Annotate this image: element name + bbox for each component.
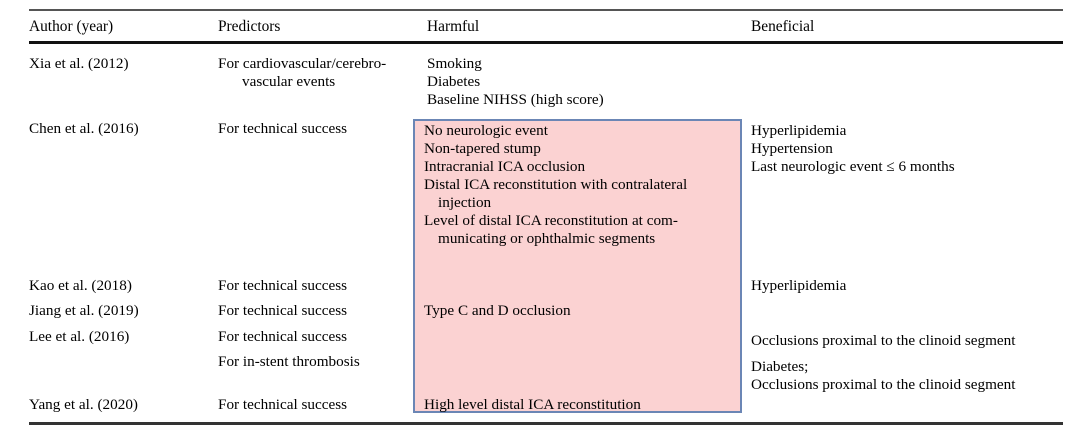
column-header-author: Author (year) <box>29 18 114 35</box>
column-header-harmful: Harmful <box>427 18 480 35</box>
table-row-predictor-jiang: For technical success <box>218 302 348 319</box>
table-row-predictor-kao: For technical success <box>218 277 348 294</box>
table-row-harmful-yang-1: High level distal ICA reconstitution <box>424 396 641 413</box>
table-row-beneficial-chen-1: Hyperlipidemia <box>751 122 847 139</box>
table-row-author-jiang: Jiang et al. (2019) <box>29 302 139 319</box>
table-row-harmful-chen-4: Distal ICA reconstitution with contralat… <box>424 176 691 212</box>
table-row-harmful-jiang-1: Type C and D occlusion <box>424 302 571 319</box>
table-row-harmful-xia-2: Diabetes <box>427 73 481 90</box>
table-row-predictor-xia-line1: For cardiovascular/cerebro- <box>218 55 387 72</box>
column-header-predictors: Predictors <box>218 18 281 35</box>
harmful-column-highlight-box <box>413 119 742 413</box>
cropped-caption-sliver <box>130 0 250 6</box>
table-row-harmful-chen-2: Non-tapered stump <box>424 140 541 157</box>
table-row-beneficial-kao-1: Hyperlipidemia <box>751 277 847 294</box>
table-row-harmful-chen-3: Intracranial ICA occlusion <box>424 158 586 175</box>
table-row-predictor-lee-line2: For in-stent thrombosis <box>218 353 360 370</box>
table-row-author-chen: Chen et al. (2016) <box>29 120 139 137</box>
table-row-predictor-chen: For technical success <box>218 120 348 137</box>
table-row-harmful-xia-1: Smoking <box>427 55 482 72</box>
table-row-author-xia: Xia et al. (2012) <box>29 55 129 72</box>
table-row-predictor-lee-line1: For technical success <box>218 328 348 345</box>
column-header-beneficial: Beneficial <box>751 18 815 35</box>
table-rule-header <box>29 41 1063 44</box>
table-row-predictor-yang: For technical success <box>218 396 348 413</box>
table-row-author-yang: Yang et al. (2020) <box>29 396 138 413</box>
table-row-beneficial-lee-2: Diabetes; <box>751 358 809 375</box>
table-row-beneficial-lee-3: Occlusions proximal to the clinoid segme… <box>751 376 1016 393</box>
table-rule-bottom <box>29 422 1063 425</box>
table-row-author-kao: Kao et al. (2018) <box>29 277 132 294</box>
table-row-beneficial-chen-2: Hypertension <box>751 140 833 157</box>
table-row-harmful-chen-1: No neurologic event <box>424 122 548 139</box>
table-row-author-lee: Lee et al. (2016) <box>29 328 130 345</box>
table-row-beneficial-lee-1: Occlusions proximal to the clinoid segme… <box>751 332 1016 349</box>
table-row-harmful-chen-5: Level of distal ICA reconstitution at co… <box>424 212 678 248</box>
table-row-predictor-xia-line2: vascular events <box>242 73 336 90</box>
table-row-beneficial-chen-3: Last neurologic event ≤ 6 months <box>751 158 955 175</box>
table-row-harmful-xia-3: Baseline NIHSS (high score) <box>427 91 604 108</box>
table-rule-top <box>29 9 1063 11</box>
